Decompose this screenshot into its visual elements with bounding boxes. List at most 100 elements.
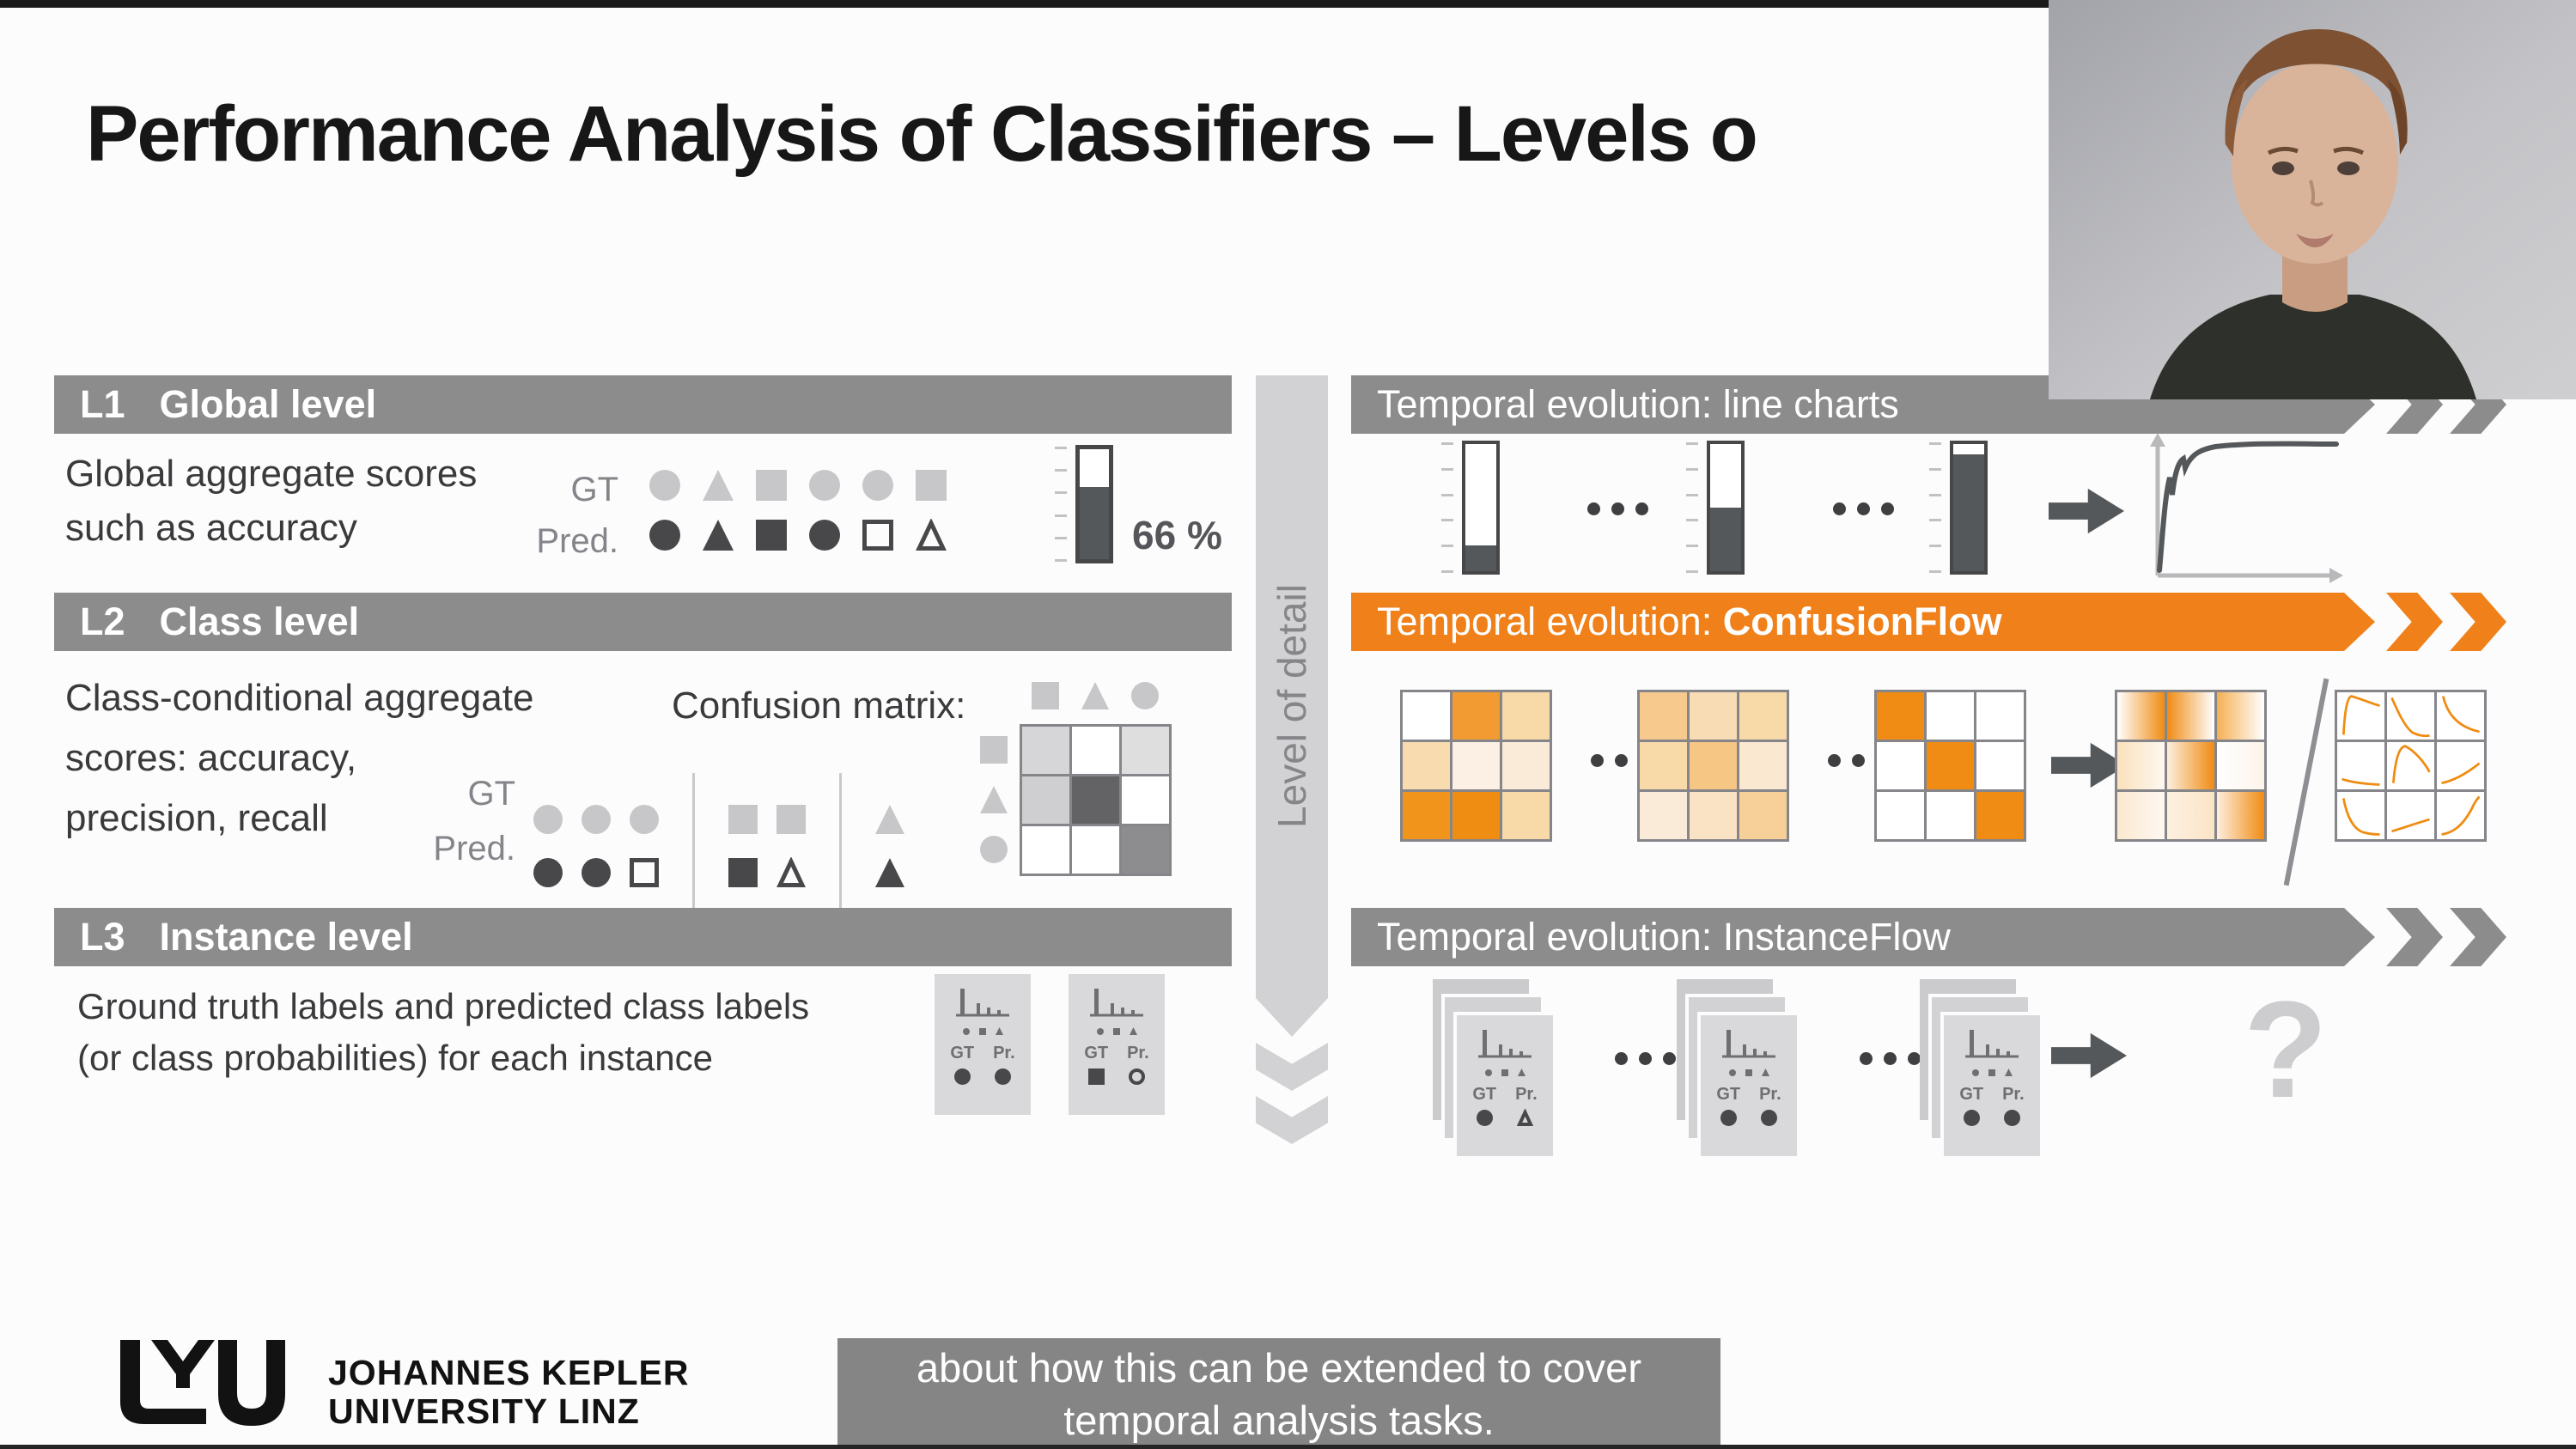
matrix-cell — [1927, 692, 1974, 740]
sparkline-icon — [2342, 695, 2380, 735]
triangle-icon — [1761, 1068, 1769, 1076]
gt-pr-values — [953, 1068, 1012, 1086]
l3-label: Instance level — [159, 915, 413, 959]
circle-icon — [1129, 1068, 1145, 1085]
square-icon — [1032, 682, 1059, 709]
matrix-cell — [1403, 742, 1450, 789]
accuracy-line-chart — [2150, 433, 2343, 583]
square-icon — [916, 470, 947, 501]
l1-tag: L1 — [80, 382, 125, 426]
circle-icon — [1971, 1068, 1979, 1076]
mini-histogram-icon — [956, 989, 1009, 1017]
confusionflow-gradient-matrix — [2115, 690, 2267, 842]
matrix-cell — [1690, 792, 1737, 839]
circle-icon — [1131, 682, 1159, 709]
triangle-icon — [1516, 1109, 1534, 1126]
l1-header: L1 Global level — [54, 375, 1232, 434]
confusionflow-sparkline-matrix — [2335, 690, 2487, 842]
top-frame-bar — [0, 0, 2576, 8]
matrix-cell — [2217, 792, 2264, 839]
subtitle-caption: about how this can be extended to cover … — [837, 1338, 1720, 1449]
divider — [839, 826, 842, 919]
gauge-bar — [1707, 441, 1745, 575]
triangle-icon — [1517, 1068, 1526, 1076]
matrix-cell — [1877, 792, 1924, 839]
mini-histogram-icon — [1478, 1030, 1532, 1058]
epoch-gauge — [1686, 441, 1758, 575]
l2-gt-shapes — [533, 773, 905, 866]
banner-instanceflow: Temporal evolution: InstanceFlow — [1351, 908, 2375, 966]
sparkline-cell — [2387, 792, 2434, 839]
triangle-icon — [703, 470, 734, 501]
matrix-cell — [1452, 692, 1500, 740]
matrix-cell — [1022, 727, 1069, 774]
matrix-cell — [1976, 692, 2024, 740]
l3-header: L3 Instance level — [54, 908, 1232, 966]
confusion-matrix-epoch1 — [1400, 690, 1552, 842]
circle-icon — [582, 805, 611, 834]
circle-icon — [1484, 1068, 1492, 1076]
circle-icon — [1096, 1027, 1104, 1035]
gt-pr-values — [1476, 1109, 1534, 1127]
bottom-frame-bar — [0, 1445, 2576, 1449]
triangle-icon — [875, 858, 904, 887]
gauge-ticks — [1929, 442, 1941, 573]
sparkline-cell — [2337, 742, 2384, 789]
epoch-gauge — [1441, 441, 1513, 575]
circle-icon — [582, 858, 611, 887]
gauge-fill — [1465, 545, 1496, 571]
gauge-bar — [1950, 441, 1988, 575]
matrix-cell — [2217, 742, 2264, 789]
square-icon — [630, 858, 659, 887]
matrix-cell — [1502, 742, 1550, 789]
gt-pr-values — [1963, 1109, 2021, 1127]
sparkline-icon — [2342, 777, 2380, 786]
matrix-cell — [2167, 692, 2214, 740]
circle-icon — [980, 836, 1008, 863]
sparkline-cell — [2387, 742, 2434, 789]
matrix-cell — [1739, 692, 1787, 740]
l2-label: Class level — [159, 600, 360, 643]
square-icon — [978, 1027, 986, 1035]
matrix-cell — [1122, 826, 1169, 874]
square-icon — [728, 805, 758, 834]
matrix-cell — [1072, 727, 1119, 774]
matrix-cell — [1640, 792, 1687, 839]
sparkline-cell — [2337, 692, 2384, 740]
square-icon — [776, 805, 806, 834]
matrix-cell — [1022, 826, 1069, 874]
epoch-gauge — [1929, 441, 2001, 575]
l2-confusion-matrix — [1020, 724, 1172, 876]
class-glyph-row — [1728, 1068, 1770, 1077]
l2-matrix-row-headers — [979, 735, 1008, 864]
chevron-right-icon — [2450, 908, 2506, 966]
gauge-fill — [1710, 508, 1741, 571]
matrix-cell — [1403, 792, 1450, 839]
jku-logo-icon — [120, 1340, 285, 1426]
l2-confusion-label: Confusion matrix: — [672, 685, 966, 727]
sparkline-icon — [2441, 795, 2481, 836]
triangle-icon — [1129, 1027, 1137, 1035]
class-glyph-row — [1484, 1068, 1526, 1077]
ellipsis-dots — [1615, 1052, 1676, 1065]
matrix-cell — [1502, 792, 1550, 839]
circle-icon — [1728, 1068, 1736, 1076]
gt-pr-values — [1087, 1068, 1146, 1086]
matrix-cell — [1976, 742, 2024, 789]
matrix-cell — [2167, 792, 2214, 839]
matrix-cell — [2217, 692, 2264, 740]
circle-icon — [533, 858, 563, 887]
square-icon — [1501, 1068, 1508, 1076]
matrix-cell — [1690, 742, 1737, 789]
matrix-cell — [1927, 742, 1974, 789]
circle-icon — [649, 520, 680, 551]
l2-pred-shapes — [533, 826, 905, 919]
circle-icon — [962, 1027, 970, 1035]
chevron-right-icon — [2450, 593, 2506, 651]
